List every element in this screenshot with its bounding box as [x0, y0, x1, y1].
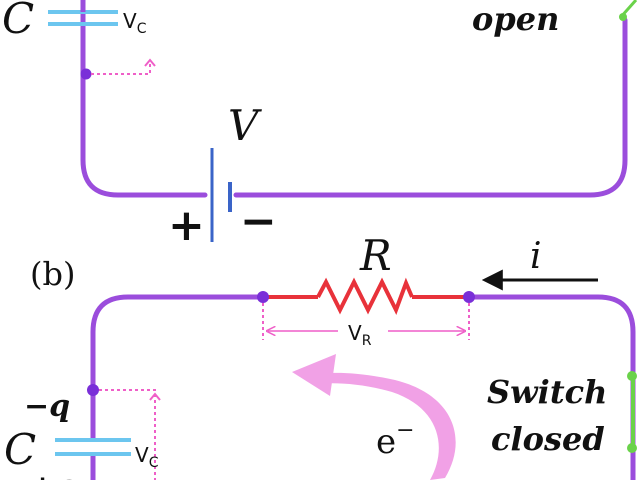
panel-b-node-resistor-right	[463, 291, 475, 303]
panel-a-capacitor-label: C	[2, 0, 34, 43]
panel-b-capacitor-label: C	[4, 425, 36, 474]
panel-a-node	[80, 68, 92, 80]
panel-b-capacitor-voltage: VC	[135, 443, 159, 471]
panel-b-node-capacitor	[87, 384, 99, 396]
panel-a-voltage-marker	[91, 62, 151, 75]
panel-b-switch-node-top	[627, 371, 637, 381]
panel-a-switch-label: open	[472, 0, 559, 38]
panel-b-resistor-label: R	[359, 231, 392, 280]
panel-b-wire	[90, 294, 636, 480]
panel-a: C VC V + − open	[2, 0, 638, 251]
panel-b-electron-label: e−	[376, 418, 415, 462]
panel-a-battery-plus: +	[168, 200, 205, 251]
panel-b-node-resistor-left	[257, 291, 269, 303]
panel-b-resistor	[316, 277, 414, 316]
panel-a-capacitor-voltage: VC	[123, 9, 147, 37]
panel-b-electron-arrow-head	[292, 354, 336, 396]
panel-b-switch-label-line2: closed	[491, 420, 605, 458]
panel-b-switch-node-bottom	[627, 443, 637, 453]
panel-b-resistor-voltage: VR	[348, 321, 372, 349]
panel-b-electron-arrow-body	[318, 372, 456, 480]
panel-a-switch-node	[619, 13, 627, 21]
panel-a-battery-minus: −	[240, 196, 277, 247]
panel-b-capacitor-voltage-marker	[99, 389, 156, 480]
panel-b-current-label: i	[530, 236, 542, 277]
panel-b-charge-top: −q	[24, 389, 70, 424]
panel-b-charge-bottom: +q	[30, 469, 76, 480]
panel-a-battery-label: V	[228, 101, 262, 150]
panel-a-wire	[80, 0, 628, 198]
panel-b-label: (b)	[30, 255, 75, 293]
panel-b: (b) R VR i Switch closed −q	[4, 231, 637, 480]
panel-b-switch-label-line1: Switch	[487, 373, 607, 411]
